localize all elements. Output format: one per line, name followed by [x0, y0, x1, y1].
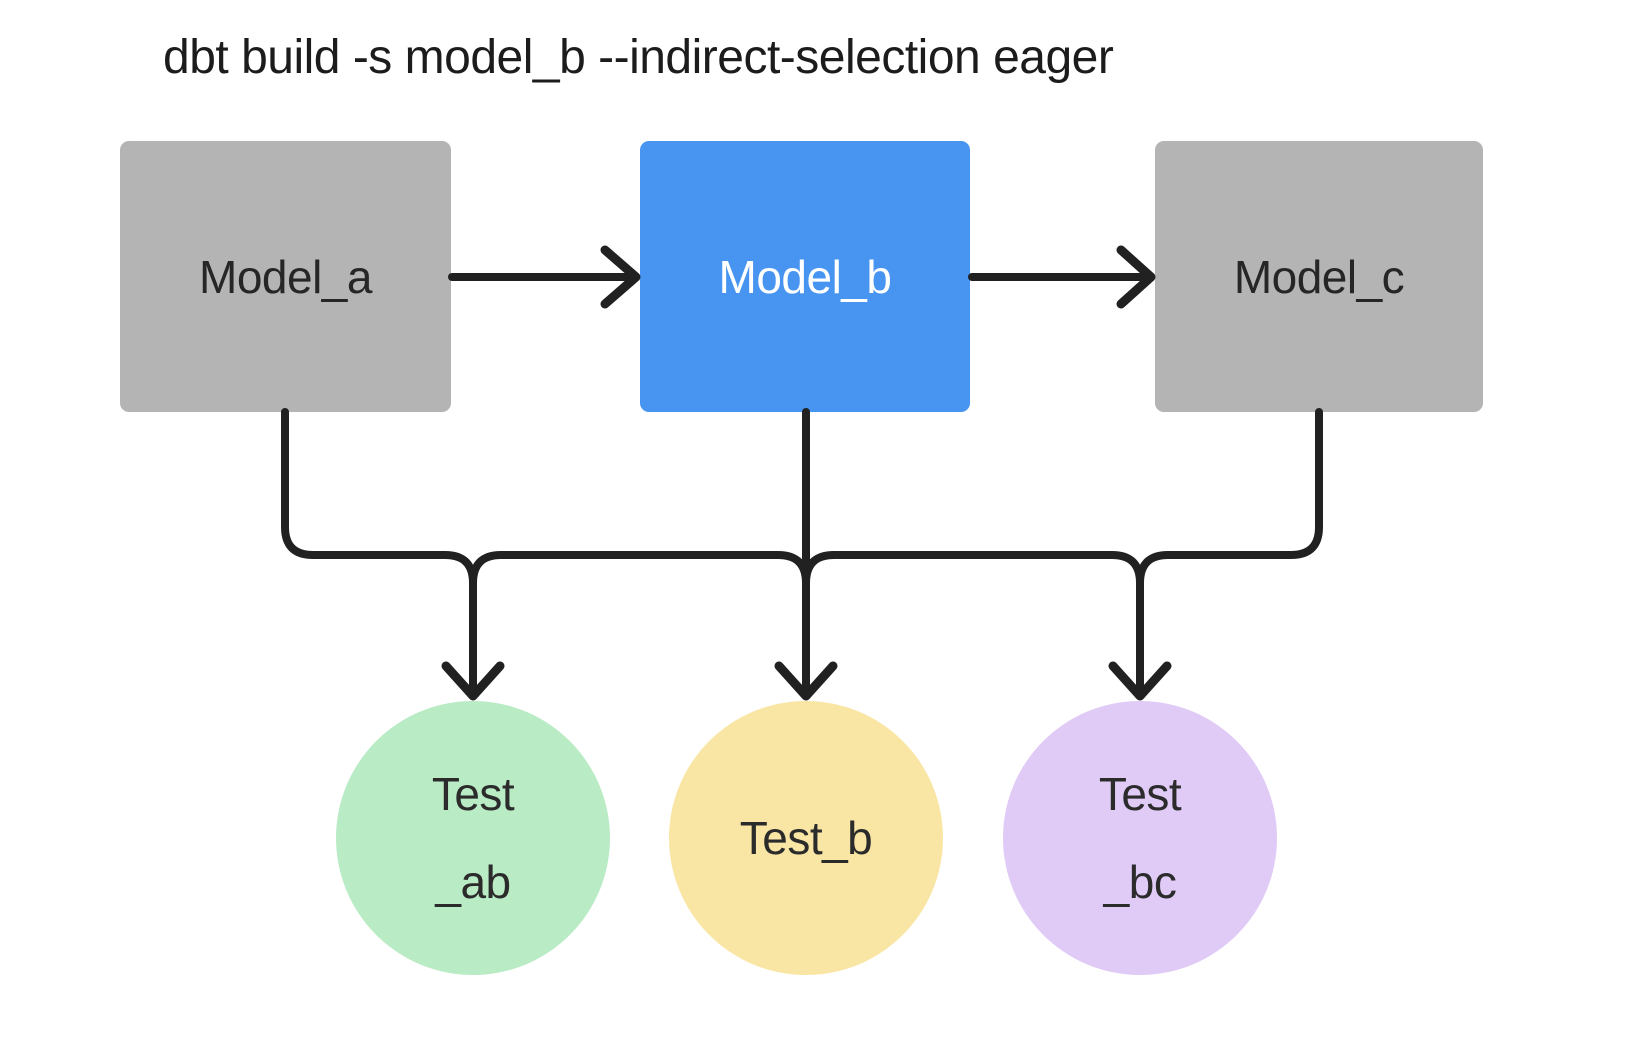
node-test-ab-label: Test _ab [431, 768, 515, 908]
node-model-b-selected: Model_b [640, 141, 970, 412]
node-test-b-label: Test_b [739, 812, 873, 864]
node-test-bc: Test _bc [1003, 701, 1277, 975]
node-model-c-label: Model_c [1233, 250, 1405, 303]
edge-model-c-to-bus [1136, 408, 1323, 587]
node-test-bc-label: Test _bc [1098, 768, 1182, 908]
arrowhead-model-c [1116, 245, 1156, 309]
arrowhead-test-ab [441, 661, 505, 701]
node-test-ab: Test _ab [336, 701, 610, 975]
arrowhead-test-bc [1108, 661, 1172, 701]
node-model-c: Model_c [1155, 141, 1483, 412]
arrowhead-test-b [774, 661, 838, 701]
node-model-a: Model_a [120, 141, 451, 412]
diagram-title: dbt build -s model_b --indirect-selectio… [163, 31, 1114, 84]
arrowhead-model-b [600, 245, 641, 309]
edge-model-a-to-test-ab [281, 408, 477, 698]
edge-bus-left [469, 551, 810, 587]
node-model-b-label: Model_b [718, 250, 892, 303]
edge-bus-right-to-test-bc [802, 551, 1144, 698]
node-test-b: Test_b [669, 701, 943, 975]
node-model-a-label: Model_a [199, 250, 372, 303]
